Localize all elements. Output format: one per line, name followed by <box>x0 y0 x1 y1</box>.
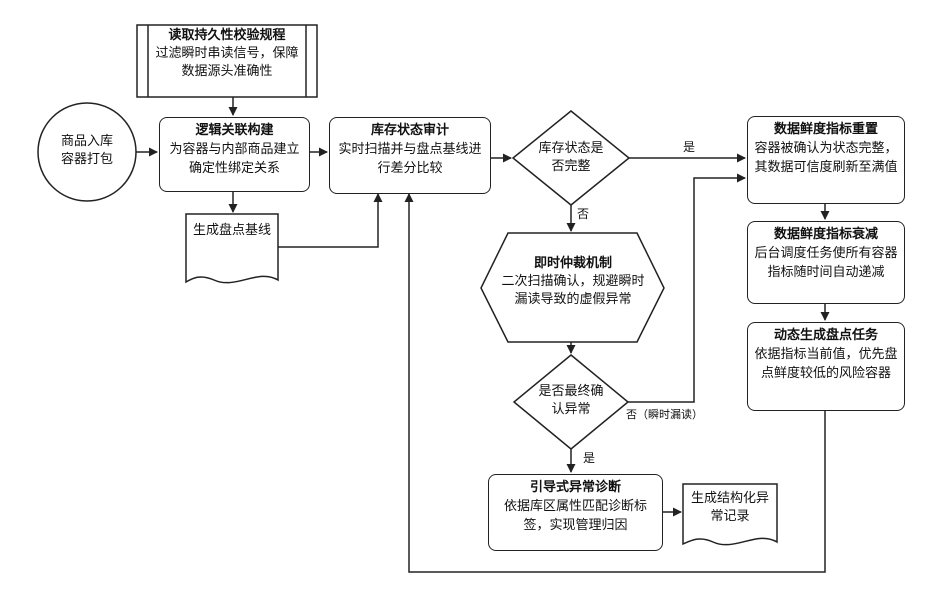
edge-label-complete-yes: 是 <box>683 140 695 154</box>
freshness-decay-box: 数据鲜度指标衰减 后台调度任务使所有容器指标随时间自动递减 <box>747 221 905 304</box>
audit-box: 库存状态审计 实时扫描并与盘点基线进行差分比较 <box>329 117 491 194</box>
complete-decision-label: 库存状态是否完整 <box>536 140 606 176</box>
edge-label-complete-no: 否 <box>577 207 589 221</box>
arbitration-title: 即时仲裁机制 <box>496 255 650 273</box>
read-rules-text: 读取持久性校验规程 过滤瞬时串读信号，保障数据源头准确性 <box>152 27 302 81</box>
edge-label-final-no: 否（瞬时漏读） <box>626 408 703 422</box>
diagnosis-title: 引导式异常诊断 <box>493 478 658 497</box>
arrow-baseline-to-audit <box>278 194 378 247</box>
arbitration-text: 即时仲裁机制 二次扫描确认，规避瞬时漏读导致的虚假异常 <box>496 255 650 309</box>
dynamic-task-box: 动态生成盘点任务 依据指标当前值，优先盘点鲜度较低的风险容器 <box>747 322 905 411</box>
dynamic-task-body: 依据指标当前值，优先盘点鲜度较低的风险容器 <box>752 345 900 383</box>
freshness-reset-title: 数据鲜度指标重置 <box>752 120 900 139</box>
freshness-reset-body: 容器被确认为状态完整，其数据可信度刷新至满值 <box>752 139 900 177</box>
diagnosis-body: 依据库区属性匹配诊断标签，实现管理归因 <box>493 497 658 535</box>
start-label: 商品入库容器打包 <box>56 133 118 169</box>
freshness-decay-title: 数据鲜度指标衰减 <box>752 225 900 244</box>
final-decision-label: 是否最终确认异常 <box>537 383 605 419</box>
logic-build-body: 为容器与内部商品建立确定性绑定关系 <box>164 140 305 178</box>
audit-body: 实时扫描并与盘点基线进行差分比较 <box>334 140 486 178</box>
read-rules-body: 过滤瞬时串读信号，保障数据源头准确性 <box>152 45 302 81</box>
logic-build-title: 逻辑关联构建 <box>164 121 305 140</box>
dynamic-task-title: 动态生成盘点任务 <box>752 326 900 345</box>
diagnosis-box: 引导式异常诊断 依据库区属性匹配诊断标签，实现管理归因 <box>488 474 663 551</box>
record-label: 生成结构化异常记录 <box>690 490 770 526</box>
read-rules-title: 读取持久性校验规程 <box>152 27 302 45</box>
freshness-decay-body: 后台调度任务使所有容器指标随时间自动递减 <box>752 244 900 282</box>
audit-title: 库存状态审计 <box>334 121 486 140</box>
edge-label-final-yes: 是 <box>583 451 595 465</box>
arbitration-body: 二次扫描确认，规避瞬时漏读导致的虚假异常 <box>496 273 650 309</box>
baseline-label: 生成盘点基线 <box>190 222 274 240</box>
logic-build-box: 逻辑关联构建 为容器与内部商品建立确定性绑定关系 <box>159 117 310 192</box>
freshness-reset-box: 数据鲜度指标重置 容器被确认为状态完整，其数据可信度刷新至满值 <box>747 116 905 204</box>
